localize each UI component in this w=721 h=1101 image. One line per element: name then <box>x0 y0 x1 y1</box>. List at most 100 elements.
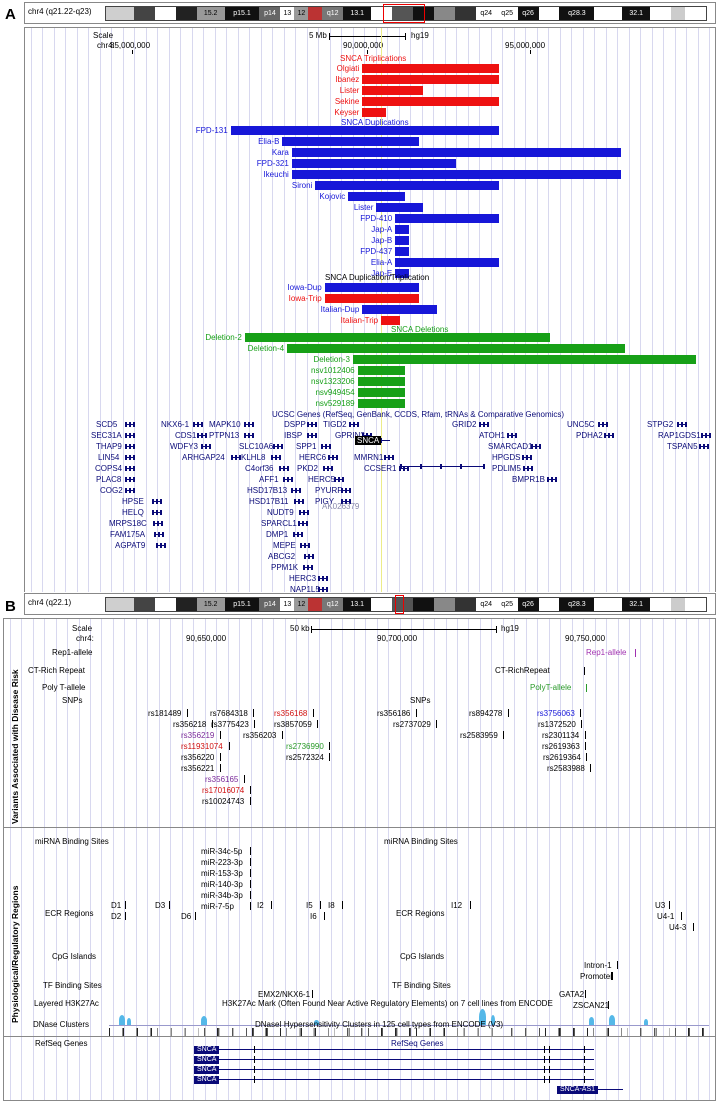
range-bar[interactable] <box>324 283 419 292</box>
gene-model[interactable] <box>677 422 687 427</box>
range-label[interactable]: Ikeuchi <box>263 170 289 179</box>
gene-model[interactable] <box>125 455 135 460</box>
range-label[interactable]: nsv1323206 <box>311 377 355 386</box>
ecr-label[interactable]: I12 <box>451 901 463 910</box>
gene-label[interactable]: PYURF <box>315 486 343 495</box>
range-bar[interactable] <box>357 388 405 397</box>
range-bar[interactable] <box>230 126 499 135</box>
gene-label[interactable]: GRID2 <box>452 420 477 429</box>
gene-label[interactable]: PTPN13 <box>209 431 240 440</box>
gene-label[interactable]: PPM1K <box>271 563 299 572</box>
snp-label[interactable]: rs356203 <box>243 731 277 740</box>
gene-label[interactable]: TSPAN5 <box>667 442 698 451</box>
gene-label[interactable]: AGPAT9 <box>115 541 146 550</box>
gene-label[interactable]: HELQ <box>122 508 144 517</box>
refseq-transcript[interactable]: SNCA <box>194 1066 604 1074</box>
gene-label[interactable]: NKX6-1 <box>161 420 190 429</box>
gene-model[interactable] <box>201 444 211 449</box>
refseq-transcript[interactable]: SNCA <box>194 1046 604 1054</box>
range-bar[interactable] <box>287 344 626 353</box>
gene-label[interactable]: MAPK10 <box>209 420 241 429</box>
gene-model-snca[interactable] <box>380 438 390 443</box>
gene-model[interactable] <box>699 444 709 449</box>
gene-label[interactable]: ABCG2 <box>268 552 296 561</box>
mirna-label[interactable]: miR-153-3p <box>201 869 243 878</box>
snp-label[interactable]: rs11931074 <box>181 742 223 751</box>
snp-label[interactable]: rs2572324 <box>286 753 324 762</box>
track-label-h3k[interactable]: Layered H3K27Ac <box>34 999 99 1008</box>
gene-model[interactable] <box>318 576 328 581</box>
range-label[interactable]: FPD-321 <box>256 159 289 168</box>
gene-model[interactable] <box>125 444 135 449</box>
tfbs-label[interactable]: EMX2/NKX6-1 <box>258 990 311 999</box>
gene-model[interactable] <box>341 488 351 493</box>
range-label[interactable]: nsv529189 <box>315 399 355 408</box>
snp-label[interactable]: rs356165 <box>205 775 239 784</box>
track-label-dnase[interactable]: DNase Clusters <box>33 1020 90 1029</box>
gene-label[interactable]: CDS1 <box>175 431 197 440</box>
gene-model[interactable] <box>125 488 135 493</box>
ecr-label[interactable]: U3 <box>655 901 666 910</box>
gene-label[interactable]: DSPP <box>284 420 306 429</box>
ecr-label[interactable]: I8 <box>328 901 335 910</box>
track-label-ct[interactable]: CT-Rich Repeat <box>28 666 85 675</box>
snp-label[interactable]: rs2619363 <box>542 742 580 751</box>
gene-label[interactable]: PLAC8 <box>96 475 122 484</box>
gene-label[interactable]: SMARCAD1 <box>488 442 533 451</box>
refseq-gene-label[interactable]: SNCA <box>194 1046 220 1054</box>
polyt-allele-item[interactable]: PolyT-allele <box>530 683 572 692</box>
gene-model[interactable] <box>334 477 344 482</box>
gene-label[interactable]: ATOH1 <box>479 431 505 440</box>
gene-model[interactable] <box>300 543 310 548</box>
range-bar[interactable] <box>291 159 457 168</box>
snp-label[interactable]: rs3775423 <box>211 720 249 729</box>
range-label[interactable]: Iowa-Trip <box>288 294 322 303</box>
snp-label[interactable]: rs2301134 <box>542 731 580 740</box>
gene-label[interactable]: PIGY <box>315 497 335 506</box>
gene-model[interactable] <box>197 433 207 438</box>
range-label[interactable]: Deletion-2 <box>205 333 242 342</box>
gene-label[interactable]: SEC31A <box>91 431 122 440</box>
gene-model[interactable] <box>479 422 489 427</box>
gene-label[interactable]: STPG2 <box>647 420 674 429</box>
gene-model[interactable] <box>701 433 711 438</box>
track-label-cpg[interactable]: CpG Islands <box>52 952 97 961</box>
gene-model[interactable] <box>304 554 314 559</box>
gene-model[interactable] <box>271 455 281 460</box>
range-label[interactable]: Elia-B <box>258 137 280 146</box>
range-label[interactable]: Lister <box>339 86 360 95</box>
range-label[interactable]: Deletion-3 <box>313 355 350 364</box>
range-label[interactable]: FPD-437 <box>360 247 393 256</box>
gene-model[interactable] <box>303 565 313 570</box>
gene-model[interactable] <box>154 532 164 537</box>
dnase-clusters[interactable] <box>109 1028 709 1036</box>
range-bar[interactable] <box>362 75 499 84</box>
ecr-label[interactable]: I2 <box>257 901 264 910</box>
range-label[interactable]: Elia-A <box>370 258 393 267</box>
gene-label[interactable]: GPRIN3 <box>335 431 365 440</box>
gene-model[interactable] <box>604 433 614 438</box>
gene-label[interactable]: COG2 <box>100 486 123 495</box>
gene-label[interactable]: HSD17B11 <box>249 497 289 506</box>
range-label[interactable]: Italian-Trip <box>340 316 379 325</box>
range-bar[interactable] <box>395 214 499 223</box>
gene-model[interactable] <box>125 477 135 482</box>
range-label[interactable]: Kojovic <box>319 192 346 201</box>
refseq-gene-label[interactable]: SNCA <box>194 1066 220 1074</box>
gene-model[interactable] <box>125 466 135 471</box>
snp-label[interactable]: rs356168 <box>274 709 308 718</box>
range-label[interactable]: nsv949454 <box>315 388 355 397</box>
genome-browser-a[interactable]: Scale chr4: 5 Mb hg19 85,000,000 90,000,… <box>24 27 716 594</box>
gene-model[interactable] <box>231 455 241 460</box>
gene-model[interactable] <box>298 521 308 526</box>
genome-browser-b[interactable]: Variants Associated with Disease Risk Ph… <box>3 618 716 1101</box>
range-bar[interactable] <box>362 64 499 73</box>
gene-model[interactable] <box>125 433 135 438</box>
range-bar[interactable] <box>376 203 424 212</box>
gene-label[interactable]: NUDT9 <box>267 508 294 517</box>
ecr-label[interactable]: D2 <box>111 912 122 921</box>
gene-model[interactable] <box>152 510 162 515</box>
snp-label[interactable]: rs356219 <box>181 731 215 740</box>
refseq-transcript-as[interactable]: SNCA-AS1 <box>557 1086 627 1094</box>
refseq-gene-label[interactable]: SNCA <box>194 1056 220 1064</box>
